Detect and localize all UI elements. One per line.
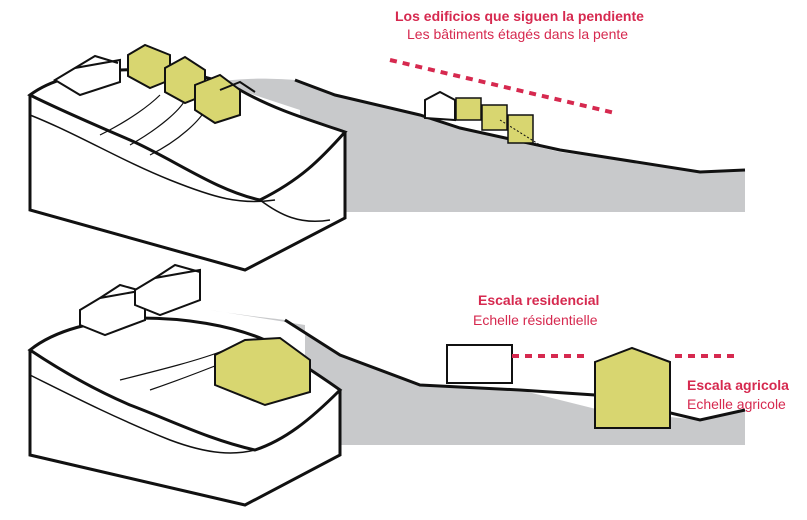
top-title-fr: Les bâtiments étagés dans la pente: [407, 26, 629, 42]
top-white-house: [53, 54, 121, 97]
agricultural-label-es: Escala agricola: [687, 377, 789, 393]
residential-label-es: Escala residencial: [478, 292, 600, 308]
top-terrain-block-top: [27, 68, 348, 202]
bottom-yellow-building: [214, 336, 311, 407]
agricultural-building: [594, 346, 671, 429]
top-section-buildings: [424, 90, 541, 146]
top-terrain-curve: [259, 199, 331, 222]
top-terrain-curve: [29, 114, 276, 203]
top-slope-profile: [294, 78, 746, 174]
bottom-diagram: [27, 263, 746, 507]
agricultural-label-fr: Echelle agricole: [687, 396, 786, 412]
bottom-terrain-curve: [29, 374, 256, 454]
residential-label-fr: Echelle résidentielle: [473, 312, 598, 328]
top-slope-section: [215, 78, 745, 212]
top-yellow-houses: [127, 43, 256, 125]
bottom-white-houses: [79, 263, 201, 337]
top-title-es: Los edificios que siguen la pendiente: [395, 8, 644, 24]
residential-building: [446, 344, 513, 384]
top-diagram: [27, 43, 746, 272]
bottom-slope-profile: [284, 318, 746, 422]
